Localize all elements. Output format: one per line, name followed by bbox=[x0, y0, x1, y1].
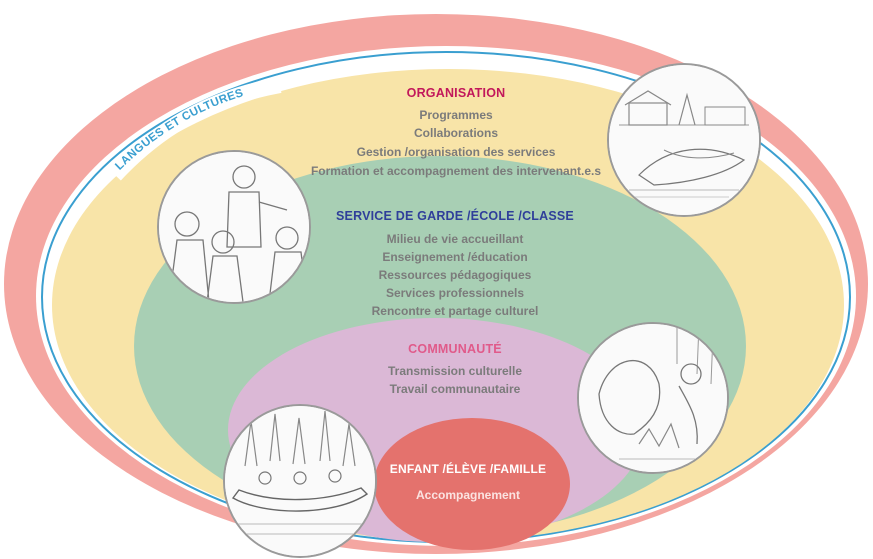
canoe-forest-sketch bbox=[223, 404, 377, 558]
enfant-ellipse bbox=[374, 418, 570, 550]
enfant-item: Accompagnement bbox=[415, 488, 521, 502]
organisation-item: Formation et accompagnement des interven… bbox=[310, 164, 602, 178]
communaute-item: Travail communautaire bbox=[389, 382, 521, 396]
service-title: SERVICE DE GARDE /ÉCOLE /CLASSE bbox=[336, 209, 574, 223]
elder-gathering-plants-sketch bbox=[577, 322, 729, 474]
societe-label: SOCIÉTÉ bbox=[427, 5, 477, 17]
communaute-title: COMMUNAUTÉ bbox=[408, 342, 502, 356]
organisation-item: Collaborations bbox=[413, 126, 499, 140]
enfant-title: ENFANT /ÉLÈVE /FAMILLE bbox=[389, 462, 547, 476]
communaute-item: Transmission culturelle bbox=[387, 364, 523, 378]
group-discussion-sketch bbox=[157, 150, 311, 304]
service-item: Rencontre et partage culturel bbox=[371, 304, 539, 318]
service-item: Services professionnels bbox=[385, 286, 525, 300]
organisation-item: Programmes bbox=[419, 108, 493, 122]
service-item: Ressources pédagogiques bbox=[378, 268, 532, 282]
organisation-title: ORGANISATION bbox=[406, 86, 506, 100]
service-item: Enseignement /éducation bbox=[382, 250, 528, 264]
village-hands-sketch bbox=[607, 63, 761, 217]
organisation-item: Gestion /organisation des services bbox=[356, 145, 556, 159]
service-item: Milieu de vie accueillant bbox=[386, 232, 524, 246]
